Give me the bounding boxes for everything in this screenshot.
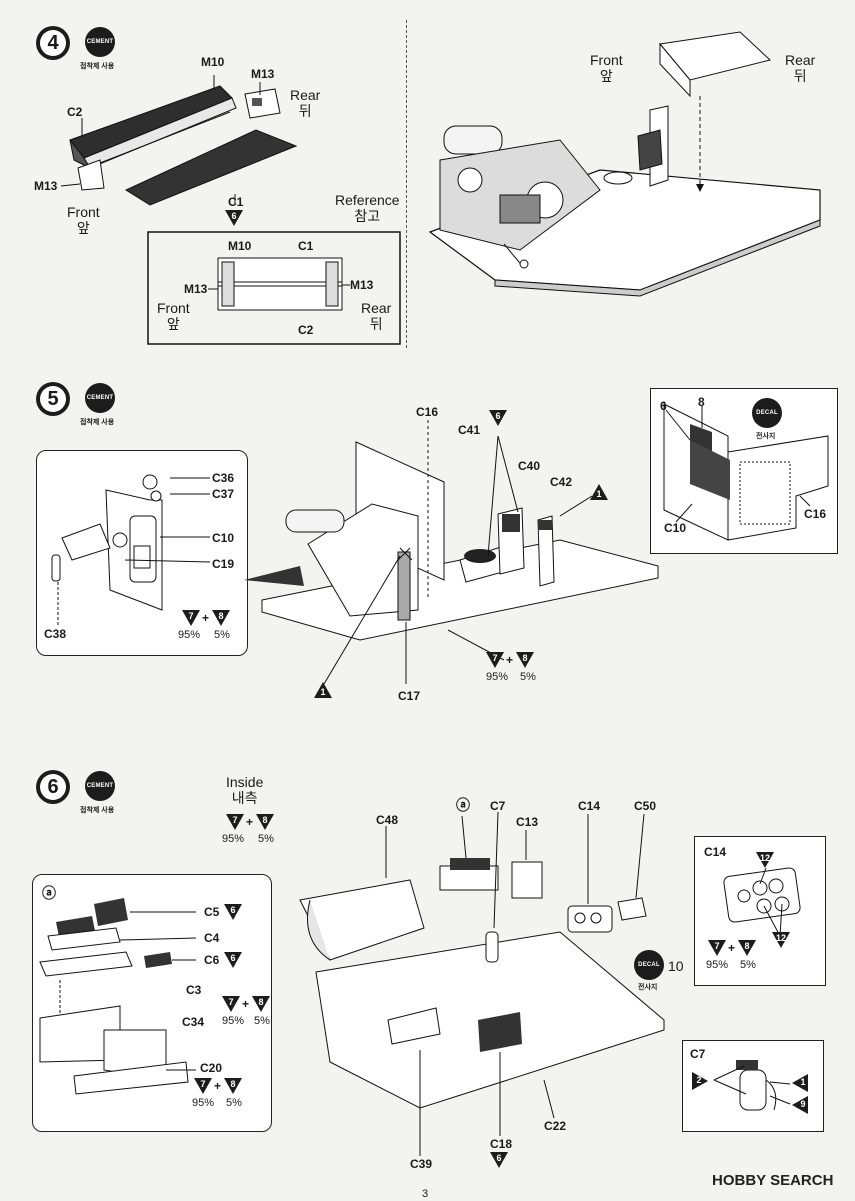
label-c34: C34 bbox=[182, 1015, 205, 1029]
hobby-search-watermark: HOBBY SEARCH bbox=[712, 1172, 834, 1189]
cement-badge-sub: 접착제 사용 bbox=[80, 63, 115, 70]
label-m13-front: M13 bbox=[34, 179, 58, 193]
label-c20: C20 bbox=[200, 1061, 223, 1075]
label-c7: C7 bbox=[490, 799, 506, 813]
color-callout-1 bbox=[314, 682, 332, 698]
color-callout-8 bbox=[224, 1078, 242, 1094]
color-callout-2 bbox=[692, 1072, 708, 1090]
color-callout-8 bbox=[212, 610, 230, 626]
label-c37: C37 bbox=[212, 487, 235, 501]
color-callout-7 bbox=[226, 814, 244, 830]
decal-number-6: 6 bbox=[660, 399, 667, 413]
label-c18: C18 bbox=[490, 1137, 513, 1151]
step-4-marker: 4 bbox=[36, 26, 70, 60]
color-callout-6 bbox=[489, 410, 507, 426]
ref-m13-left: M13 bbox=[184, 282, 208, 296]
color-callout-12 bbox=[756, 852, 774, 868]
color-callout-12 bbox=[772, 932, 790, 948]
label-c38: C38 bbox=[44, 627, 67, 641]
inset-a-marker: ⓐ bbox=[42, 885, 56, 901]
color-callout-6 bbox=[224, 904, 242, 920]
label-c3: C3 bbox=[186, 983, 202, 997]
label-c1: C1 bbox=[228, 195, 244, 209]
label-c50: C50 bbox=[634, 799, 657, 813]
label-c36: C36 bbox=[212, 471, 235, 485]
color-callout-8 bbox=[252, 996, 270, 1012]
label-c6: C6 bbox=[204, 953, 220, 967]
label-c10-decal: C10 bbox=[664, 521, 687, 535]
label-c39: C39 bbox=[410, 1157, 433, 1171]
decal-badge: DECAL bbox=[752, 398, 782, 428]
decal-number-10: 10 bbox=[668, 958, 684, 974]
color-callout-7 bbox=[708, 940, 726, 956]
decal-badge: DECAL bbox=[634, 950, 664, 980]
color-callout-7 bbox=[486, 652, 504, 668]
color-callout-7 bbox=[182, 610, 200, 626]
color-callout-6 bbox=[490, 1152, 508, 1168]
label-c2: C2 bbox=[67, 105, 83, 119]
label-c10: C10 bbox=[212, 531, 235, 545]
step-5-marker: 5 bbox=[36, 382, 70, 416]
label-c17: C17 bbox=[398, 689, 421, 703]
label-c16-decal: C16 bbox=[804, 507, 827, 521]
color-callout-6 bbox=[224, 952, 242, 968]
color-callout-1 bbox=[792, 1074, 808, 1092]
label-c22: C22 bbox=[544, 1119, 567, 1133]
color-callout-7 bbox=[194, 1078, 212, 1094]
label-c5: C5 bbox=[204, 905, 220, 919]
label-c4: C4 bbox=[204, 931, 220, 945]
decal-number-8: 8 bbox=[698, 395, 705, 409]
label-c16: C16 bbox=[416, 405, 439, 419]
label-c42: C42 bbox=[550, 475, 573, 489]
label-c41: C41 bbox=[458, 423, 481, 437]
label-c13: C13 bbox=[516, 815, 539, 829]
color-callout-6 bbox=[225, 210, 243, 226]
c7-box-title: C7 bbox=[690, 1047, 706, 1061]
label-c40: C40 bbox=[518, 459, 541, 473]
label-c19: C19 bbox=[212, 557, 235, 571]
cement-badge: CEMENT bbox=[85, 27, 115, 57]
label-c48: C48 bbox=[376, 813, 399, 827]
color-callout-1 bbox=[590, 484, 608, 500]
color-callout-8 bbox=[738, 940, 756, 956]
ref-c2: C2 bbox=[298, 323, 314, 337]
color-callout-8 bbox=[256, 814, 274, 830]
color-callout-9 bbox=[792, 1096, 808, 1114]
color-callout-8 bbox=[516, 652, 534, 668]
c14-box-title: C14 bbox=[704, 845, 727, 859]
ref-m13-right: M13 bbox=[350, 278, 374, 292]
cement-badge-sub: 접착제 사용 bbox=[80, 807, 115, 814]
cement-badge: CEMENT bbox=[85, 383, 115, 413]
label-c14: C14 bbox=[578, 799, 601, 813]
step-4-divider bbox=[406, 20, 407, 348]
page-number: 3 bbox=[422, 1188, 429, 1200]
label-m10: M10 bbox=[201, 55, 225, 69]
ref-c1: C1 bbox=[298, 239, 314, 253]
cement-badge: CEMENT bbox=[85, 771, 115, 801]
step-6-marker: 6 bbox=[36, 770, 70, 804]
label-m13-rear: M13 bbox=[251, 67, 275, 81]
main-a-marker: ⓐ bbox=[456, 797, 470, 813]
color-callout-7 bbox=[222, 996, 240, 1012]
ref-m10: M10 bbox=[228, 239, 252, 253]
cement-badge-sub: 접착제 사용 bbox=[80, 419, 115, 426]
